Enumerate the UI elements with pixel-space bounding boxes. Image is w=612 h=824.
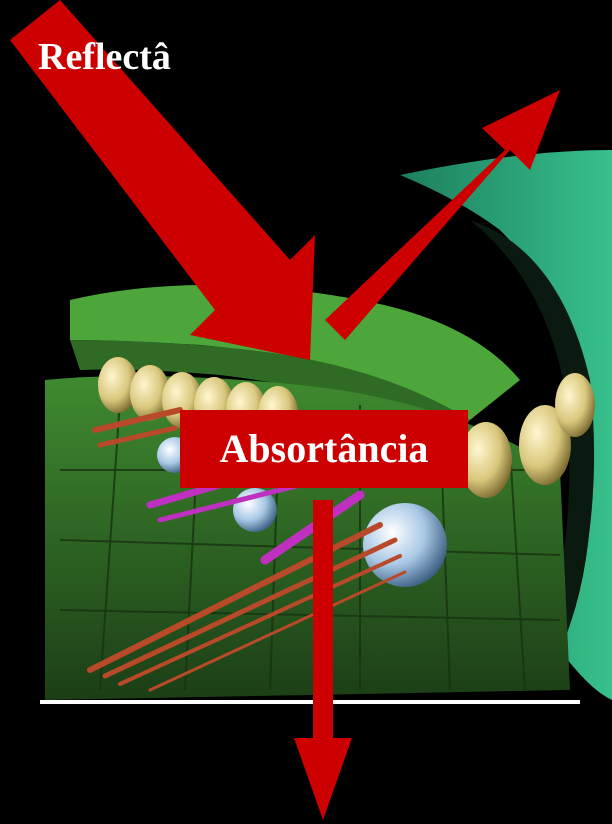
absorbance-label-text: Absortância (220, 429, 429, 469)
absorbance-label: Absortância (180, 410, 468, 488)
reflectance-label: Reflectâ (38, 38, 171, 76)
